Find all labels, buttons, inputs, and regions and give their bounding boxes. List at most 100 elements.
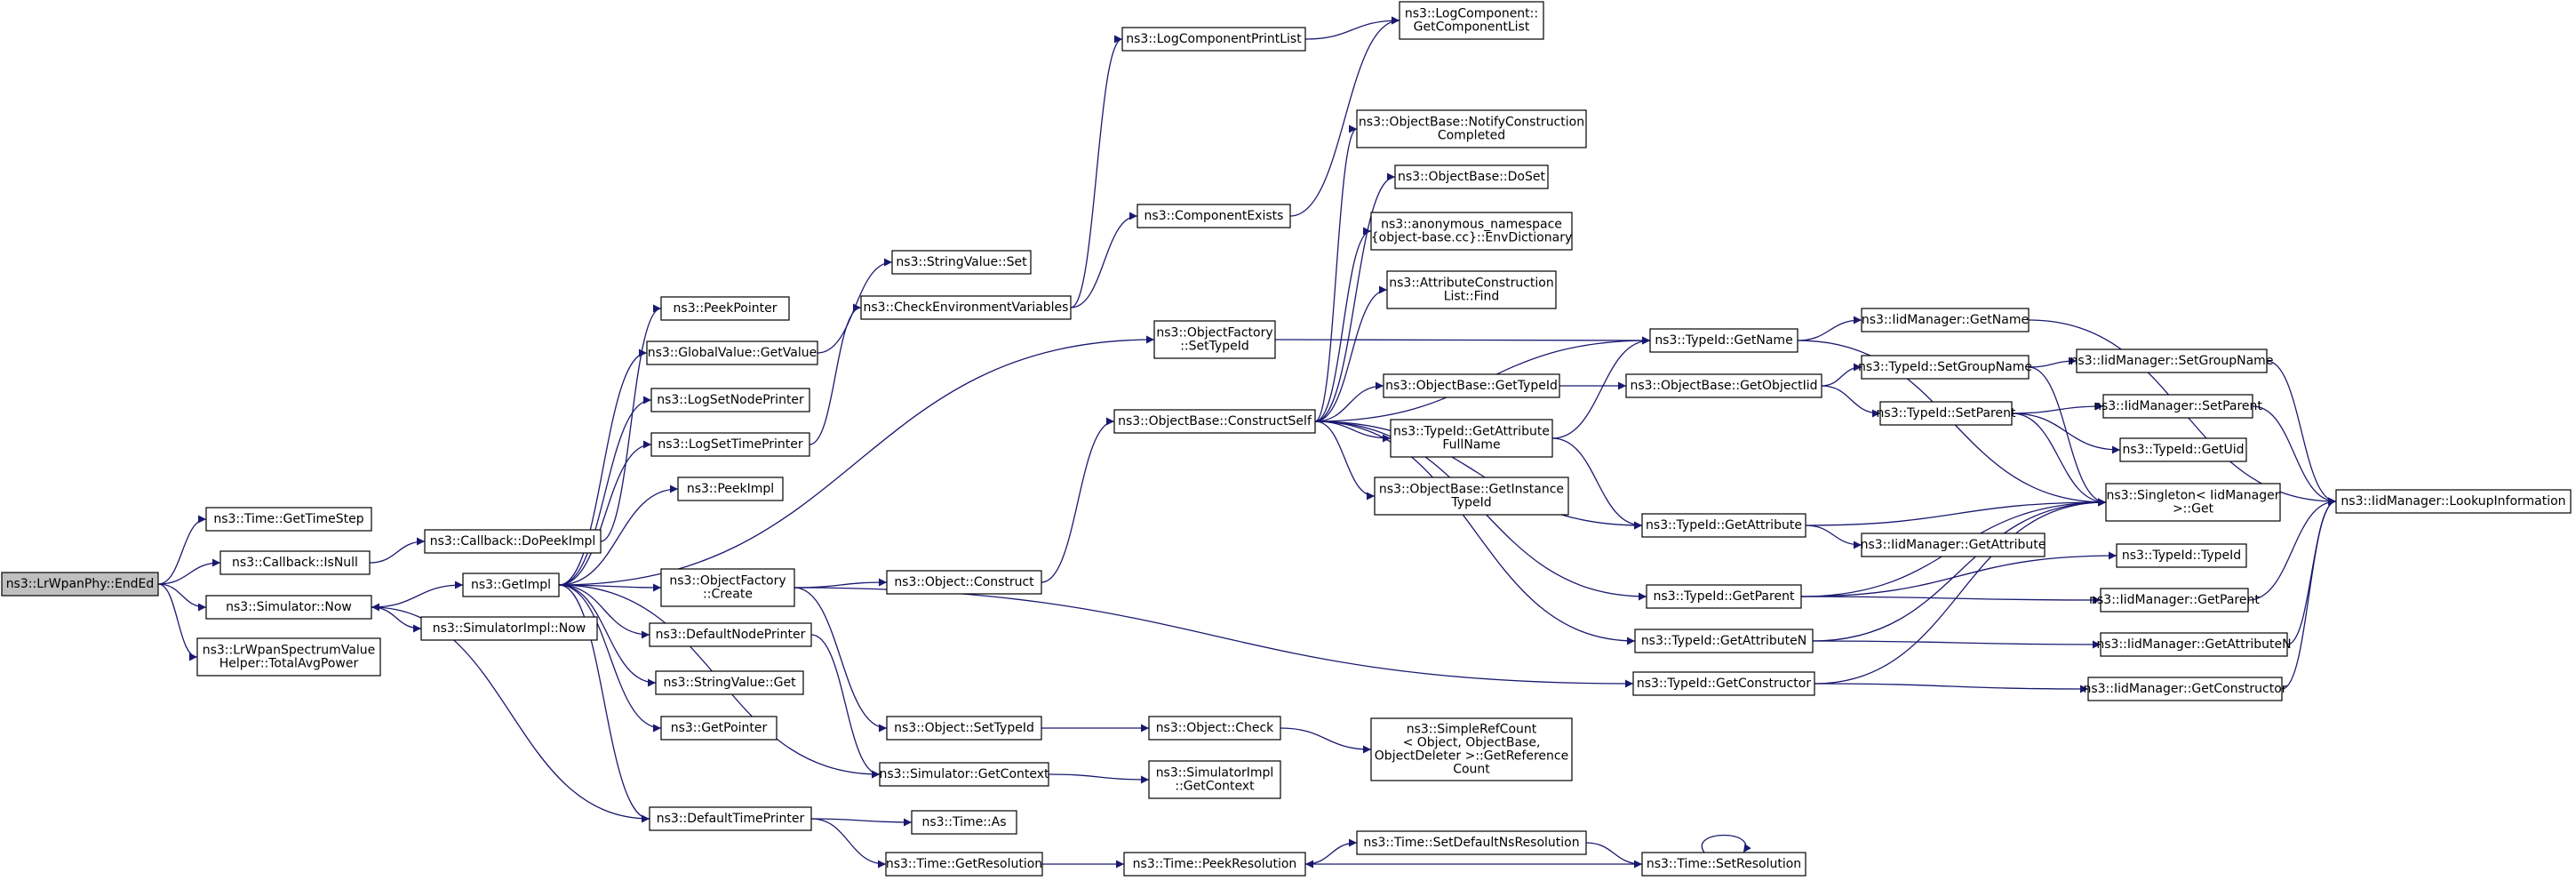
call-edge-path [1800,596,2101,605]
function-node[interactable]: ns3::SimpleRefCount< Object, ObjectBase,… [1370,717,1573,781]
function-node[interactable]: ns3::Callback::DoPeekImpl [424,529,602,554]
function-node[interactable]: ns3::ObjectFactory::Create [660,568,795,607]
function-node[interactable]: ns3::TypeId::GetName [1649,328,1798,353]
node-label: ns3::Simulator::Now [226,600,352,614]
node-label: ns3::Object::Check [1156,721,1274,735]
call-edge [558,584,650,823]
function-node[interactable]: ns3::Object::Construct [886,570,1042,595]
function-node[interactable]: ns3::ObjectBase::GetObjectIid [1625,373,1822,398]
node-label: ns3::Object::Construct [894,575,1034,589]
function-node[interactable]: ns3::GetImpl [462,573,560,597]
node-box [1386,270,1557,309]
function-node[interactable]: ns3::StringValue::Set [891,250,1032,275]
function-node[interactable]: ns3::TypeId::GetAttributeN [1634,629,1814,653]
function-node[interactable]: ns3::TypeId::GetConstructor [1632,671,1815,696]
function-node[interactable]: ns3::Object::Check [1148,716,1281,741]
call-edge-path [794,578,888,589]
function-node[interactable]: ns3::TypeId::GetUid [2119,437,2247,462]
call-edge [1821,363,1862,387]
function-node[interactable]: ns3::SimulatorImpl::Now [420,616,598,641]
node-label: ns3::TypeId::GetAttribute [1393,425,1550,439]
function-node[interactable]: ns3::TypeId::SetGroupName [1858,355,2032,380]
function-node[interactable]: ns3::LogComponent::GetComponentList [1399,1,1544,40]
function-node[interactable]: ns3::LogSetTimePrinter [650,432,810,457]
root-function-node[interactable]: ns3::LrWpanPhy::EndEd [1,572,159,597]
call-edge [1805,498,2107,526]
function-node[interactable]: ns3::IidManager::LookupInformation [2335,489,2572,514]
call-edge-path [1314,172,1396,422]
function-node[interactable]: ns3::ObjectBase::GetTypeId [1383,373,1560,398]
call-edge-path [1814,683,2089,693]
node-box [1,572,159,597]
function-node[interactable]: ns3::Singleton< IidManager>::Get [2105,483,2281,522]
function-node[interactable]: ns3::TypeId::GetAttribute [1641,513,1806,538]
function-node[interactable]: ns3::Time::As [911,810,1017,835]
function-node[interactable]: ns3::TypeId::TypeId [2116,543,2247,568]
function-node[interactable]: ns3::GetPointer [660,716,778,741]
node-label: ns3::anonymous_namespace [1381,218,1562,232]
call-edge [157,515,207,585]
call-edge [558,440,652,586]
function-node[interactable]: ns3::Callback::IsNull [219,550,371,575]
function-node[interactable]: ns3::Time::PeekResolution [1123,852,1306,877]
function-node[interactable]: ns3::LogSetNodePrinter [650,388,810,412]
function-node[interactable]: ns3::anonymous_namespace{object-base.cc}… [1370,212,1573,251]
function-node[interactable]: ns3::IidManager::GetAttribute [1861,533,2046,557]
function-node[interactable]: ns3::ComponentExists [1136,204,1291,228]
function-node[interactable]: ns3::Time::SetDefaultNsResolution [1356,830,1587,855]
node-label: ns3::TypeId::SetParent [1877,406,2016,420]
call-edge [558,396,652,586]
node-box [2102,394,2253,419]
function-node[interactable]: ns3::GlobalValue::GetValue [646,340,818,365]
function-node[interactable]: ns3::LrWpanSpectrumValueHelper::TotalAvg… [196,637,381,677]
function-node[interactable]: ns3::LogComponentPrintList [1121,27,1306,52]
function-node[interactable]: ns3::ObjectBase::DoSet [1394,164,1549,189]
call-edge-path [1304,838,1358,865]
edge-layer [157,16,2337,869]
function-node[interactable]: ns3::TypeId::SetParent [1877,401,2016,426]
function-node[interactable]: ns3::IidManager::GetAttributeN [2096,632,2292,657]
node-label: ns3::Time::As [921,815,1006,829]
call-edge [1314,420,1636,645]
function-node[interactable]: ns3::TypeId::GetParent [1646,584,1802,609]
function-node[interactable]: ns3::IidManager::GetParent [2089,588,2260,613]
function-node[interactable]: ns3::IidManager::GetConstructor [2083,677,2287,701]
function-node[interactable]: ns3::CheckEnvironmentVariables [860,295,1072,320]
function-node[interactable]: ns3::ObjectBase::ConstructSelf [1113,409,1316,434]
node-box [1148,760,1281,799]
node-label: ns3::Time::SetResolution [1647,857,1801,871]
call-edge-path [558,440,652,586]
call-edge [794,578,888,589]
node-label: ns3::ObjectBase::NotifyConstruction [1359,116,1584,130]
function-node[interactable]: ns3::Simulator::Now [205,595,372,620]
function-node[interactable]: ns3::IidManager::SetParent [2093,394,2262,419]
call-edge-path [1701,834,1751,853]
node-label: ns3::ObjectFactory [1156,326,1272,340]
node-label: ns3::TypeId::GetUid [2122,443,2244,457]
function-node[interactable]: ns3::Simulator::GetContext [879,762,1049,787]
function-node[interactable]: ns3::IidManager::GetName [1861,308,2030,332]
function-node[interactable]: ns3::StringValue::Get [655,670,804,695]
function-node[interactable]: ns3::Time::GetResolution [885,852,1043,877]
function-node[interactable]: ns3::Object::SetTypeId [886,716,1042,741]
function-node[interactable]: ns3::ObjectFactory::SetTypeId [1153,320,1276,359]
node-label: ns3::LrWpanSpectrumValue [203,644,376,658]
node-label: ns3::Time::GetResolution [886,857,1042,871]
node-label: >::Get [2173,502,2214,517]
function-node[interactable]: ns3::IidManager::SetGroupName [2070,348,2274,373]
function-node[interactable]: ns3::PeekImpl [677,477,784,501]
function-node[interactable]: ns3::PeekPointer [660,296,790,321]
function-node[interactable]: ns3::Time::SetResolution [1641,852,1806,877]
function-node[interactable]: ns3::ObjectBase::NotifyConstructionCompl… [1356,109,1587,148]
node-box [911,810,1017,835]
call-edge-path [1314,227,1372,422]
node-box [1356,109,1587,148]
function-node[interactable]: ns3::SimulatorImpl::GetContext [1148,760,1281,799]
function-node[interactable]: ns3::DefaultNodePrinter [649,622,812,647]
call-edge-path [558,485,679,586]
function-node[interactable]: ns3::Time::GetTimeStep [205,507,372,532]
function-node[interactable]: ns3::DefaultTimePrinter [649,806,812,831]
